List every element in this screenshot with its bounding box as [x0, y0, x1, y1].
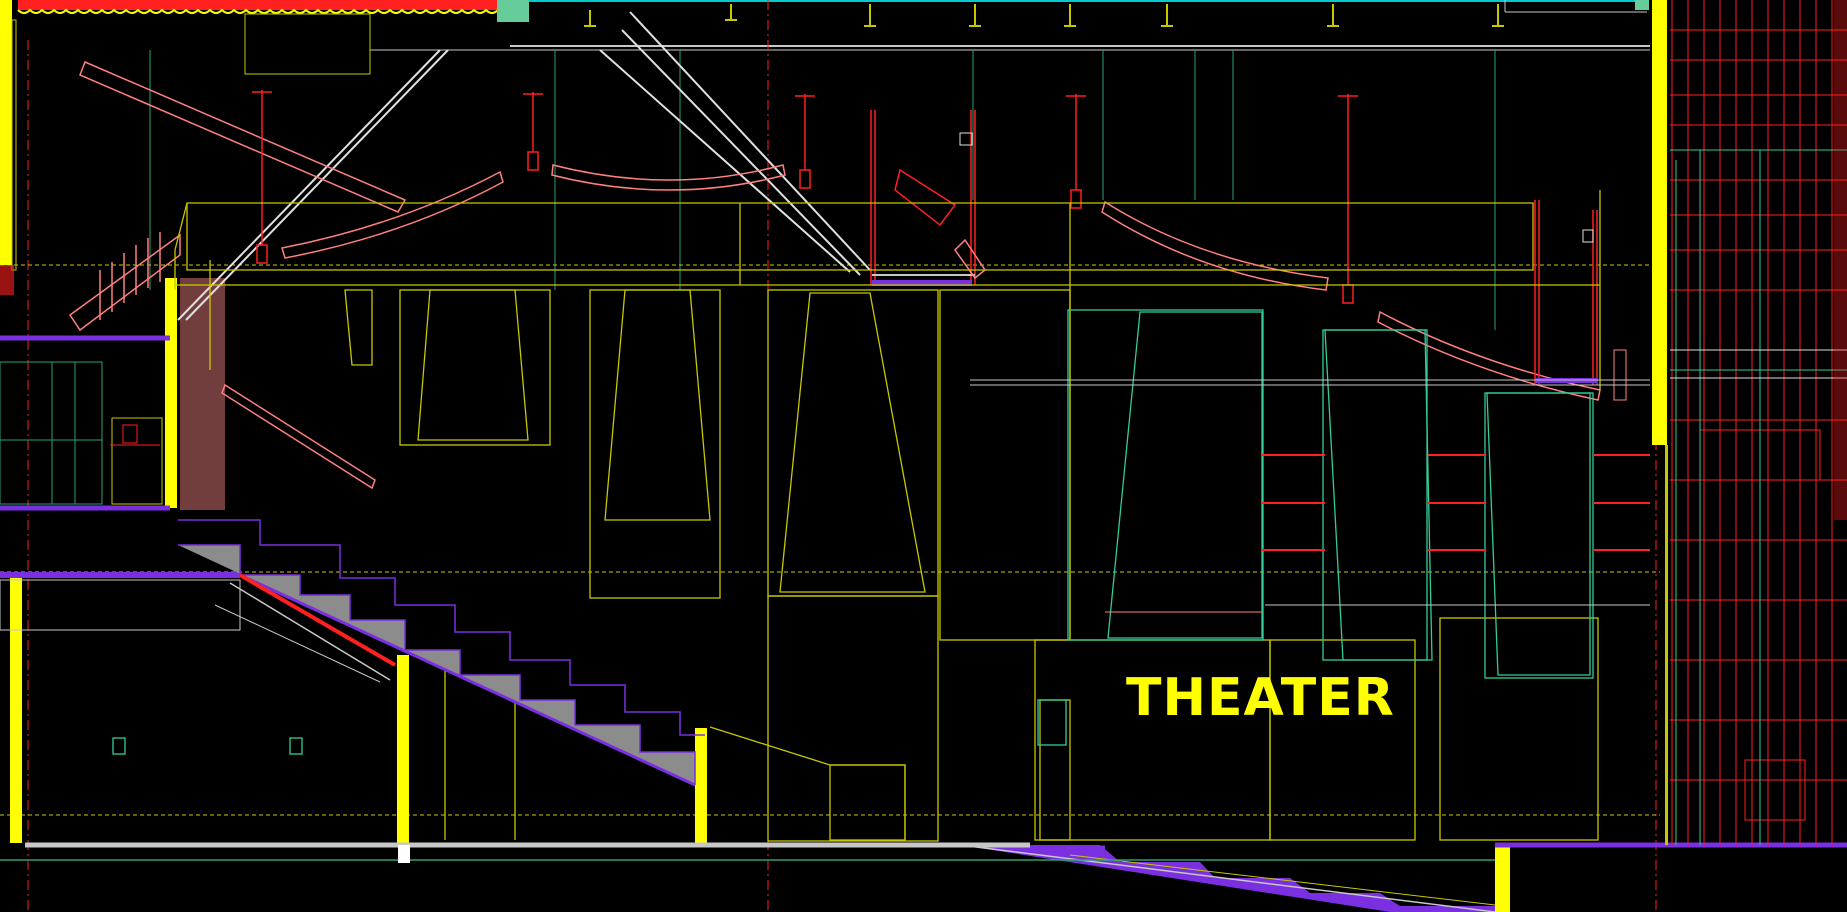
brace-pink — [79, 61, 407, 490]
roof-hangers — [584, 4, 1504, 27]
upper-stair-left — [68, 232, 181, 332]
wall-panels — [344, 289, 1599, 842]
balcony-seating — [178, 519, 705, 787]
stage-screens — [112, 309, 1594, 755]
floor-slab — [0, 842, 1495, 863]
room-label-theater: THEATER — [1126, 668, 1395, 728]
roof-structure — [17, 0, 1650, 75]
acoustic-reflectors — [281, 164, 1601, 401]
wall-rails — [1105, 454, 1650, 613]
background-grid-verticals — [149, 50, 1496, 330]
left-structure — [0, 0, 707, 845]
stage-house — [1652, 0, 1847, 845]
diagonal-bracing — [177, 11, 871, 321]
orchestra-seating — [959, 842, 1847, 912]
